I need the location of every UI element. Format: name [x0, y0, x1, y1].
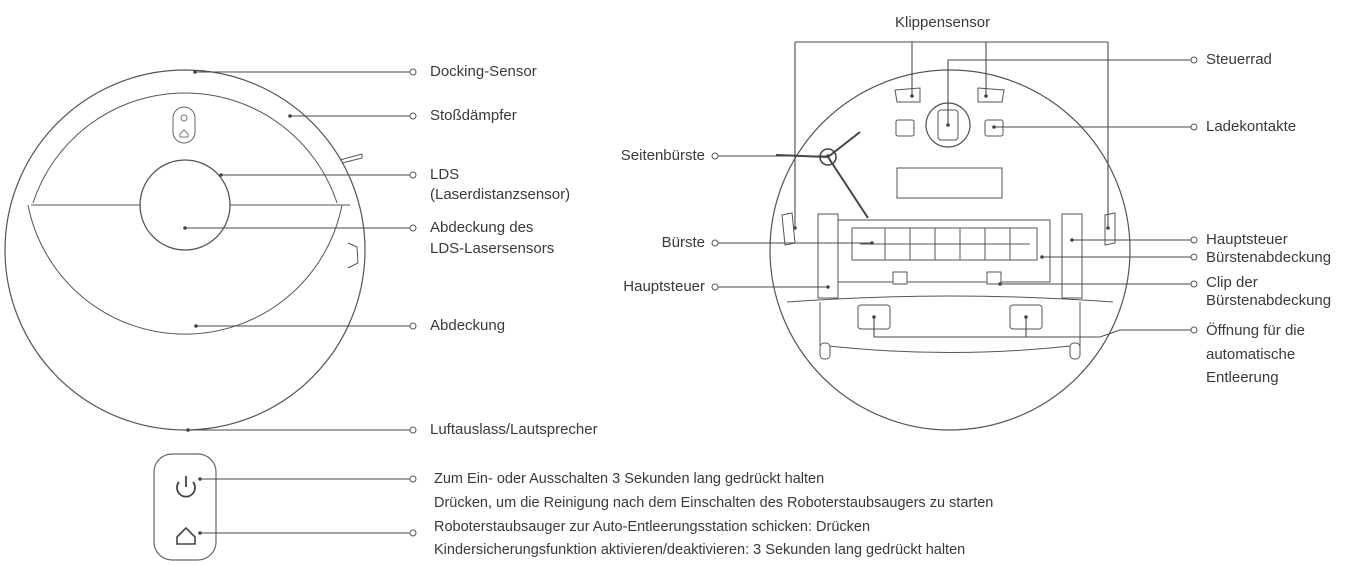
label-air-outlet: Luftauslass/Lautsprecher [430, 421, 598, 438]
label-power-1: Zum Ein- oder Ausschalten 3 Sekunden lan… [434, 471, 825, 487]
label-brush-cover: Bürstenabdeckung [1206, 249, 1332, 266]
label-lds-cover-1: Abdeckung des [430, 219, 534, 236]
label-brush-cover-clip-1: Clip der [1206, 274, 1258, 291]
label-power-2: Drücken, um die Reinigung nach dem Einsc… [434, 495, 994, 511]
cover-outline [27, 204, 343, 335]
label-dust-opening-1: Öffnung für die [1206, 322, 1305, 339]
label-home-2: Kindersicherungsfunktion aktivieren/deak… [434, 542, 966, 558]
label-lds-sub: (Laserdistanzsensor) [430, 186, 571, 203]
label-lds-cover-2: LDS-Lasersensors [430, 240, 555, 257]
robot-bottom-view [769, 69, 1131, 431]
label-brush: Bürste [661, 234, 705, 251]
power-icon [176, 476, 196, 498]
label-brush-cover-clip-2: Bürstenabdeckung [1206, 292, 1332, 309]
label-dust-opening-2: automatische [1206, 346, 1296, 363]
label-main-control-left: Hauptsteuer [623, 278, 705, 295]
label-dust-opening-3: Entleerung [1206, 369, 1279, 386]
leaders-bottom-view [711, 41, 1198, 338]
label-home-1: Roboterstaubsauger zur Auto-Entleerungss… [434, 519, 871, 535]
label-bumper: Stoßdämpfer [430, 107, 517, 124]
top-buttons-pill [172, 106, 196, 144]
lds-turret [139, 159, 231, 251]
label-lds: LDS [430, 166, 460, 183]
robot-top-view [4, 69, 366, 431]
label-docking-sensor: Docking-Sensor [430, 63, 537, 80]
label-side-brush: Seitenbürste [620, 147, 705, 164]
label-main-control-right: Hauptsteuer [1206, 231, 1288, 248]
label-steering-wheel: Steuerrad [1206, 51, 1272, 68]
button-panel [153, 453, 417, 561]
home-icon [176, 526, 196, 545]
leaders-top-view [183, 68, 417, 434]
label-cliff-sensor: Klippensensor [895, 14, 991, 31]
label-charging-contacts: Ladekontakte [1206, 118, 1297, 135]
label-cover: Abdeckung [430, 317, 506, 334]
bumper-outline [32, 92, 338, 204]
